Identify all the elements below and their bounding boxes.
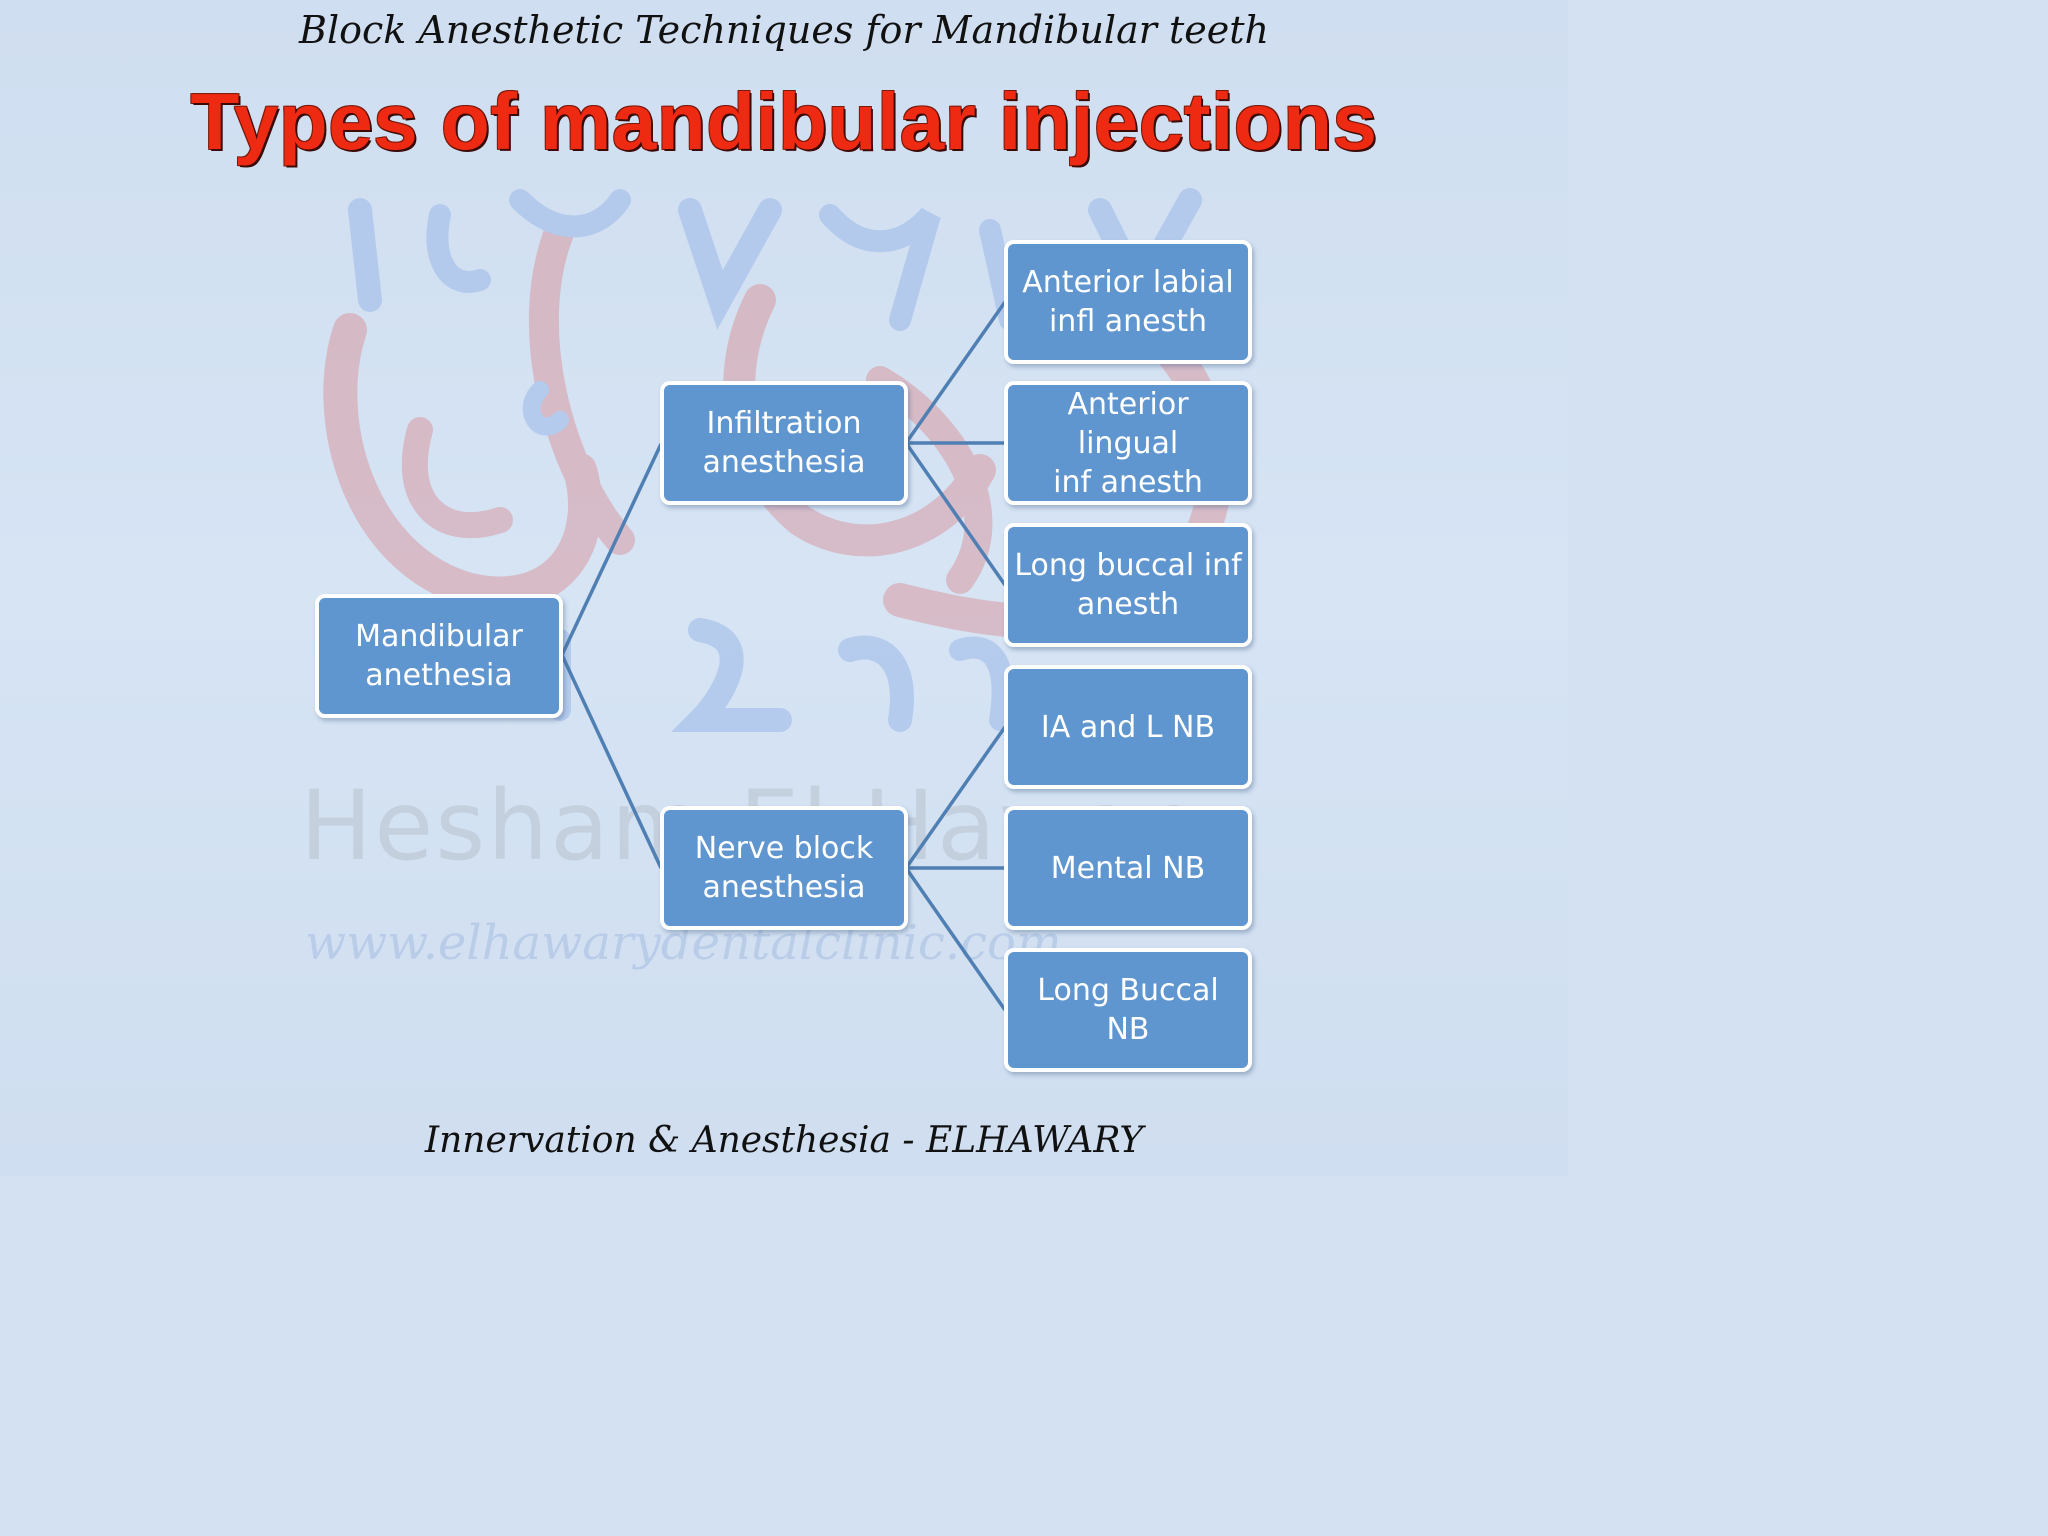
connector-root-nerve-block xyxy=(560,654,663,869)
node-mental-nb-label: Mental NB xyxy=(1050,850,1206,886)
node-root: Mandibular anethesia xyxy=(315,594,563,718)
node-ia-and-l-nb: IA and L NB xyxy=(1004,665,1252,789)
node-long-buccal-inf: Long buccal inf anesth xyxy=(1004,523,1252,647)
connector-infiltration-labial xyxy=(904,300,1007,445)
node-root-label: Mandibular anethesia xyxy=(355,619,523,693)
node-infiltration: Infiltration anesthesia xyxy=(660,381,908,505)
node-anterior-lingual: Anterior lingual inf anesth xyxy=(1004,381,1252,505)
node-mental-nb: Mental NB xyxy=(1004,806,1252,930)
slide-title: Types of mandibular injections xyxy=(190,77,1378,166)
node-long-buccal-inf-label: Long buccal inf anesth xyxy=(1014,548,1242,622)
node-nerve-block: Nerve block anesthesia xyxy=(660,806,908,930)
node-ia-and-l-nb-label: IA and L NB xyxy=(1040,709,1216,745)
node-anterior-labial-label: Anterior labial infl anesth xyxy=(1022,265,1234,339)
node-long-buccal-nb: Long Buccal NB xyxy=(1004,948,1252,1072)
node-anterior-lingual-label: Anterior lingual inf anesth xyxy=(1053,386,1203,500)
slide-footer: Innervation & Anesthesia - ELHAWARY xyxy=(424,1120,1144,1161)
connector-infiltration-buccal xyxy=(904,441,1007,587)
slide: Hesham El Hawary www.elhawarydentalclini… xyxy=(0,0,1568,1176)
node-anterior-labial: Anterior labial infl anesth xyxy=(1004,240,1252,364)
node-long-buccal-nb-label: Long Buccal NB xyxy=(1037,973,1219,1047)
node-infiltration-label: Infiltration anesthesia xyxy=(702,406,866,480)
slide-subtitle: Block Anesthetic Techniques for Mandibul… xyxy=(299,8,1269,52)
connector-nerve-buccal xyxy=(904,866,1007,1012)
node-nerve-block-label: Nerve block anesthesia xyxy=(694,831,874,905)
connector-root-infiltration xyxy=(560,443,663,656)
connector-nerve-ia xyxy=(904,725,1007,870)
diagram-connectors xyxy=(560,300,1007,1012)
